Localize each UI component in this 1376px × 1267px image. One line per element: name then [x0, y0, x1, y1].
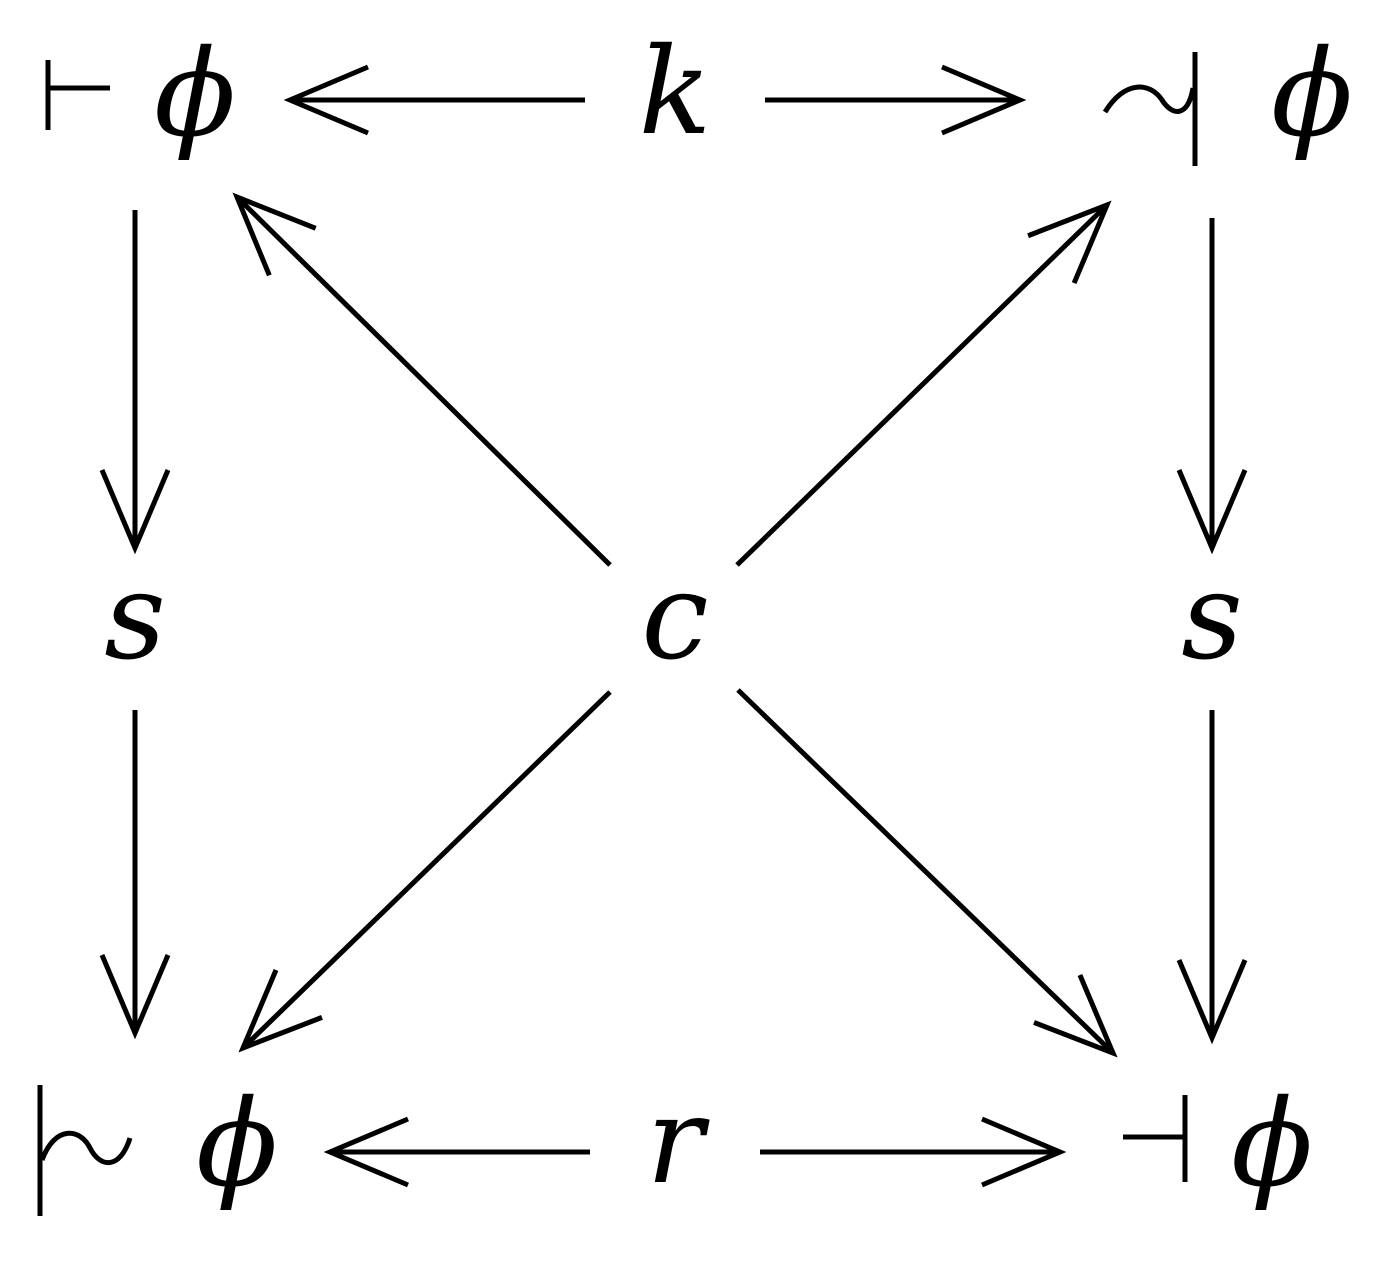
- arrowhead-icon: [1033, 974, 1118, 1058]
- arrow-center-to-top-left: [232, 192, 612, 567]
- node-label: ϕ: [154, 25, 236, 164]
- node-bottom-left: ϕ: [37, 1075, 278, 1216]
- node-top-center: k: [639, 23, 712, 162]
- node-label: k: [639, 23, 712, 162]
- node-label: s: [104, 548, 166, 687]
- turnstile-icon: [45, 60, 110, 130]
- node-top-left: ϕ: [45, 25, 236, 164]
- node-label: c: [641, 548, 708, 687]
- node-mid-right: s: [1181, 548, 1243, 687]
- arrow-center-to-top-right: [735, 200, 1112, 567]
- tilde-stroke: [39, 1130, 133, 1166]
- tilde-stroke: [1102, 84, 1196, 114]
- arrowhead-icon: [99, 954, 171, 1040]
- node-label: r: [646, 1072, 710, 1211]
- arrowhead-icon: [1176, 959, 1248, 1045]
- node-bottom-right: ϕ: [1123, 1075, 1313, 1214]
- arrowhead-icon: [232, 192, 317, 277]
- node-label: s: [1181, 548, 1243, 687]
- node-mid-left: s: [104, 548, 166, 687]
- arrow-shaft: [241, 690, 612, 1050]
- arrow-top-center-to-top-right: [765, 64, 1027, 136]
- arrow-top-right-to-mid-right: [1176, 218, 1248, 555]
- arrow-center-to-bottom-right: [736, 688, 1118, 1058]
- arrowhead-icon: [941, 64, 1027, 136]
- arrow-mid-left-to-bottom-left: [99, 710, 171, 1040]
- arrowhead-icon: [283, 64, 369, 136]
- arrow-shaft: [235, 195, 612, 567]
- arrowhead-icon: [1027, 200, 1112, 285]
- arrow-mid-right-to-bottom-right: [1176, 710, 1248, 1045]
- arrowhead-icon: [1176, 469, 1248, 555]
- arrow-shaft: [736, 688, 1115, 1055]
- node-label: ϕ: [196, 1075, 278, 1214]
- reversed-turnstile-icon: [1123, 1095, 1188, 1182]
- arrowhead-icon: [323, 1116, 409, 1188]
- node-top-right: ϕ: [1102, 25, 1353, 166]
- node-bottom-center: r: [646, 1072, 710, 1211]
- edges: [99, 64, 1248, 1188]
- node-label: ϕ: [1271, 25, 1353, 164]
- arrowhead-icon: [238, 969, 323, 1053]
- arrowhead-icon: [99, 469, 171, 555]
- arrow-shaft: [735, 203, 1109, 567]
- arrow-top-center-to-top-left: [283, 64, 585, 136]
- node-label: ϕ: [1231, 1075, 1313, 1214]
- arrow-center-to-bottom-left: [238, 690, 612, 1053]
- arrow-top-left-to-mid-left: [99, 210, 171, 555]
- arrowhead-icon: [981, 1116, 1067, 1188]
- arrow-bottom-center-to-bottom-left: [323, 1116, 590, 1188]
- node-center: c: [641, 548, 708, 687]
- arrow-bottom-center-to-bottom-right: [760, 1116, 1067, 1188]
